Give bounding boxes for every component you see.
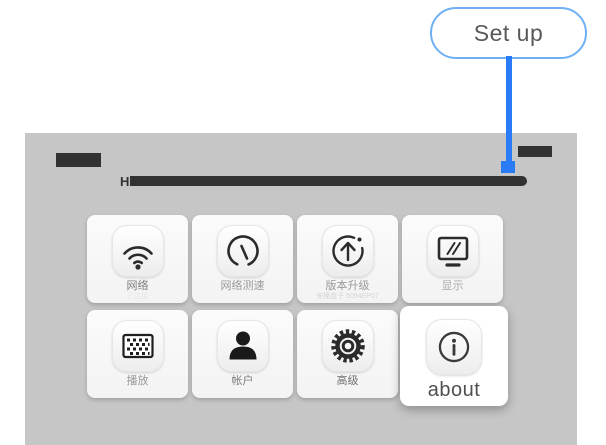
gear-icon [321,320,374,372]
tile-label: 帐户 [231,375,254,387]
setup-pointer-line [506,56,512,162]
user-icon [216,320,269,372]
tile-label: about [427,379,481,401]
header-title: H [120,173,528,189]
tile-label: 网络测速 [220,280,265,292]
speedometer-icon [216,225,269,277]
brand-logo-redacted [56,153,101,167]
tile-subtitle: 安播盒子 5094EP07 [316,293,379,301]
setup-callout: Set up [430,7,587,59]
header-title-redacted [130,176,528,186]
tile-label: 高级 [336,375,359,387]
tile-subtitle: 已连接 [127,293,148,301]
tile-upgrade[interactable]: 版本升级 安播盒子 5094EP07 [297,215,398,303]
tile-speed-test[interactable]: 网络测速 [192,215,293,303]
tile-advanced[interactable]: 高级 [297,310,398,398]
wifi-icon [111,225,164,277]
setup-callout-label: Set up [473,19,544,46]
tile-label: 版本升级 [325,280,370,292]
tile-display[interactable]: 显示 [402,215,503,303]
tile-about[interactable]: about [400,306,508,406]
dot-matrix-icon [111,320,164,372]
info-icon [426,319,482,375]
display-icon [426,225,479,277]
tile-playback[interactable]: 播放 [87,310,188,398]
header-title-prefix: H [120,173,130,189]
tile-network[interactable]: 网络 已连接 [87,215,188,303]
status-chip-redacted [518,146,552,157]
tile-label: 显示 [441,280,464,292]
settings-screen: H 网络 已连接 网络测速 [25,133,577,445]
tile-label: 网络 [126,280,149,292]
tile-account[interactable]: 帐户 [192,310,293,398]
tile-label: 播放 [126,375,149,387]
setup-pointer-tip [501,161,515,173]
upgrade-icon [321,225,374,277]
